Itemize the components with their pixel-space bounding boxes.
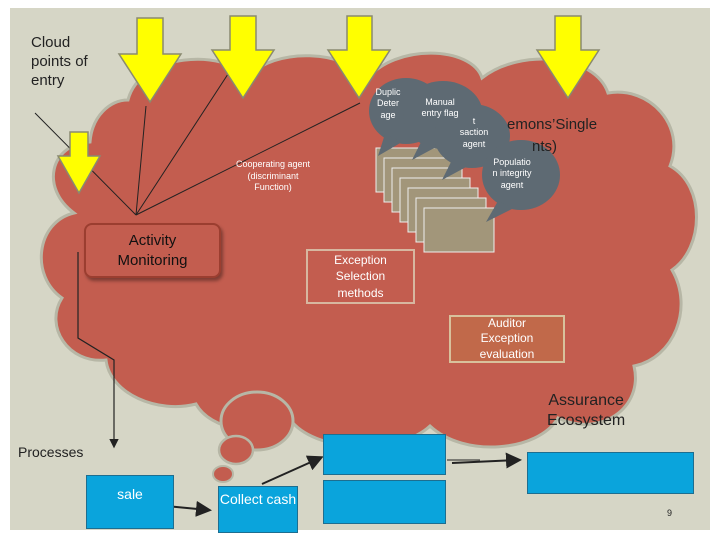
transaction-agent-label: t saction agent (459, 116, 489, 149)
entry-line-4 (135, 102, 361, 216)
collect-to-process-arrow (261, 455, 324, 485)
cloud-tail-bubble-small (212, 465, 234, 483)
agent-bubble-transaction (434, 104, 510, 180)
entry-arrow-3 (210, 15, 276, 100)
activity-monitoring-box: Activity Monitoring (84, 223, 221, 278)
assurance-ecosystem-label: Assurance Ecosystem (547, 392, 626, 429)
entry-line-2 (135, 105, 147, 216)
cloud-points-label: Cloud points of entry (31, 34, 88, 89)
population-integrity-agent-label: Populatio n integrity agent (492, 157, 532, 190)
entry-arrow-5 (535, 15, 601, 100)
duplicate-agent-label: Duplic Deter age (375, 87, 401, 120)
processes-label: Processes (18, 444, 84, 460)
agent-bubble-population (482, 140, 560, 222)
sale-box: sale (86, 475, 174, 529)
processes-arrow (77, 252, 119, 449)
process-box-lower (323, 480, 446, 524)
slide: Cloud points of entry emons’Single nts) … (10, 8, 710, 533)
collect-cash-box: Collect cash (218, 486, 298, 533)
cooperating-agent-label: Cooperating agent (discriminant Function… (235, 159, 311, 193)
daemons-partial-label-2: nts) (532, 138, 558, 155)
entry-arrow-1 (56, 131, 102, 195)
entry-arrow-4 (326, 15, 392, 100)
assurance-ecosystem-box (527, 452, 694, 494)
entry-line-3 (135, 47, 246, 216)
daemons-partial-label: emons’Single (507, 116, 598, 133)
agent-card-stack (375, 147, 495, 253)
entry-arrow-2 (117, 17, 183, 104)
auditor-exception-box: Auditor Exception evaluation (449, 315, 565, 363)
manual-entry-agent-label: Manual entry flag (421, 97, 459, 119)
process-box-upper (323, 434, 446, 475)
exception-selection-box: Exception Selection methods (306, 249, 415, 304)
cloud-tail-bubble-medium (217, 434, 255, 466)
process-to-ecosystem-arrow (451, 452, 522, 469)
page-number: 9 (667, 508, 673, 518)
